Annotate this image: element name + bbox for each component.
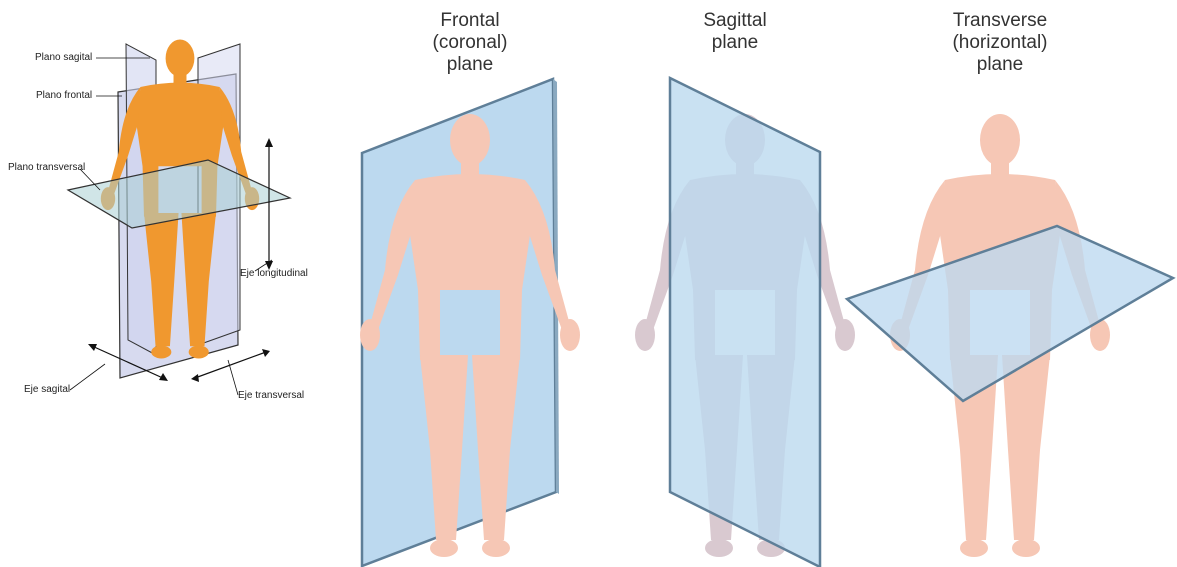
label-plano-transversal: Plano transversal	[8, 162, 85, 173]
transverse-plane-title: Transverse (horizontal) plane	[925, 10, 1075, 76]
title-line: Transverse	[925, 10, 1075, 32]
transverse-plane-sheet	[847, 226, 1173, 401]
title-line: plane	[925, 54, 1075, 76]
title-line: Frontal	[405, 10, 535, 32]
left-spanish-diagram	[68, 39, 290, 395]
label-plano-sagital: Plano sagital	[35, 52, 92, 63]
title-line: Sagittal	[675, 10, 795, 32]
title-line: (horizontal)	[925, 32, 1075, 54]
label-eje-sagital: Eje sagital	[24, 384, 70, 395]
transverse-plane-shape	[68, 160, 290, 228]
title-line: plane	[405, 54, 535, 76]
frontal-panel	[360, 79, 580, 566]
sagittal-plane-sheet	[670, 78, 820, 567]
title-line: plane	[675, 32, 795, 54]
label-eje-transversal: Eje transversal	[238, 390, 304, 401]
title-line: (coronal)	[405, 32, 535, 54]
sagittal-panel	[635, 78, 855, 567]
label-plano-frontal: Plano frontal	[36, 90, 92, 101]
frontal-plane-title: Frontal (coronal) plane	[405, 10, 535, 76]
label-eje-longitudinal: Eje longitudinal	[240, 268, 308, 279]
transverse-panel	[847, 114, 1173, 557]
sagittal-plane-title: Sagittal plane	[675, 10, 795, 54]
